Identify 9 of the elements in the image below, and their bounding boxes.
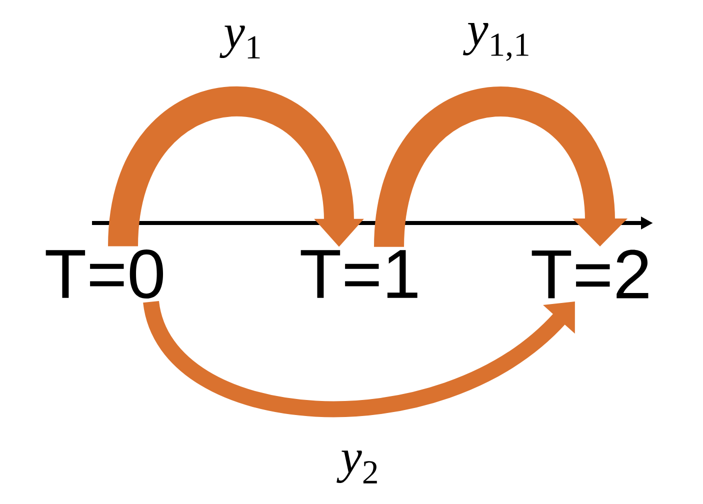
edge-label: y$_{1}$ xyxy=(220,24,264,60)
time-label: T=2 xyxy=(532,250,648,298)
curved-arrow xyxy=(374,86,628,248)
time-label: T=0 xyxy=(46,249,164,299)
time-label: T=1 xyxy=(300,250,418,298)
edge-label: y$_{1,1}$ xyxy=(463,22,532,62)
curved-arrow xyxy=(143,300,575,417)
curved-arrow xyxy=(108,86,364,248)
edge-label: y$_{2}$ xyxy=(336,449,381,485)
